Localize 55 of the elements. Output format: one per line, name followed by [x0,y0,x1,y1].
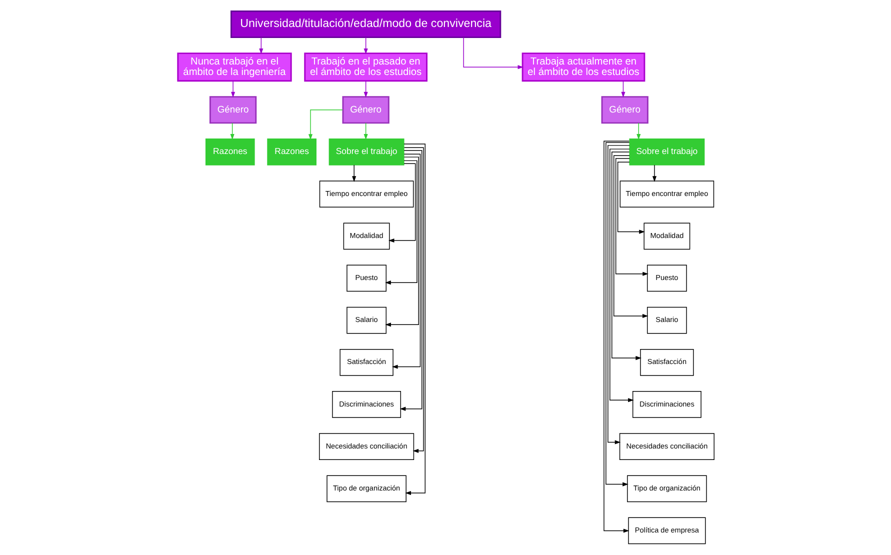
arrow [363,80,368,98]
arrow [384,156,418,327]
arrow [388,163,416,243]
node-box: Puesto [346,264,386,292]
arrow [636,122,640,140]
arrow [230,122,234,140]
arrow [363,36,368,54]
arrow [308,110,343,140]
arrow [609,148,634,402]
arrow [258,36,263,54]
arrow [399,150,422,411]
arrow [603,140,630,533]
node-box: Tipo de organización [626,475,706,502]
node-box: Género [600,96,648,124]
node-box: Razones [204,138,254,166]
node-box: Sobre el trabajo [628,138,704,166]
arrow [391,154,420,369]
arrow [620,80,625,98]
arrow [605,142,630,486]
node-box: Necesidades conciliación [618,433,714,460]
node-box: Salario [346,306,386,334]
node-box: Nunca trabajó en el ámbito de la ingeniería [176,52,292,82]
arrow [462,36,524,70]
node-box: Tiempo encontrar empleo [318,180,414,208]
node-box: Género [208,96,256,124]
node-box: Discriminaciones [632,391,701,418]
node-box: Puesto [646,264,686,292]
node-box: Trabajó en el pasado en el ámbito de los estudios [304,52,427,82]
arrow [612,155,648,318]
node-box: Salario [646,306,686,334]
node-box: Tipo de organización [326,475,406,502]
arrow [384,160,417,285]
arrow [403,147,424,453]
node-box: Satisfacción [640,348,694,376]
arrow [403,144,425,496]
node-box: Política de empresa [628,517,706,544]
arrow [363,122,368,140]
arrow [607,145,630,444]
arrow [614,158,648,276]
arrow [616,162,644,234]
node-box: Razones [266,138,316,166]
node-box: Tiempo encontrar empleo [619,180,714,208]
node-box: Trabaja actualmente en el ámbito de los estudios [521,52,645,82]
node-box: Discriminaciones [332,391,401,418]
arrow [611,152,641,360]
arrow [652,164,656,182]
node-box: Modalidad [342,222,390,250]
arrow [352,164,356,182]
node-box: Modalidad [643,222,690,250]
node-box: Sobre el trabajo [328,138,404,166]
node-box: Género [342,96,389,124]
node-box: Satisfacción [339,348,393,376]
node-box: Universidad/titulación/edad/modo de convivencia [230,10,501,38]
node-box: Necesidades conciliación [318,433,414,460]
arrow [230,80,235,98]
